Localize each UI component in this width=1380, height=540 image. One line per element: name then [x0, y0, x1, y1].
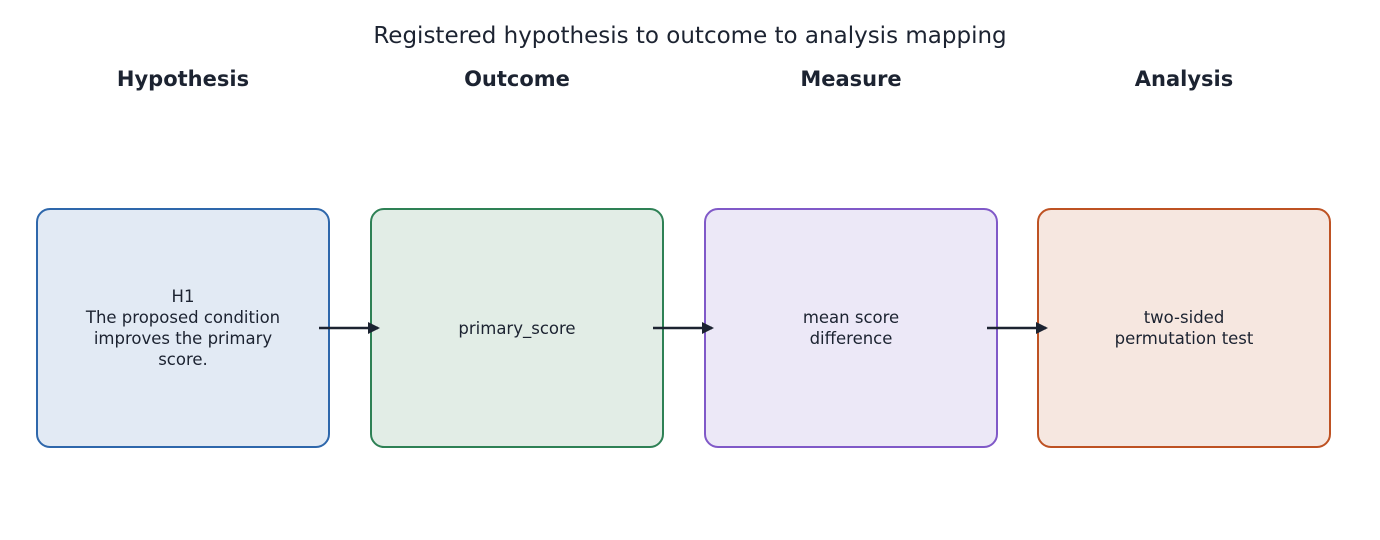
node-hypothesis-text: H1 The proposed condition improves the p…	[85, 287, 281, 369]
node-measure-text: mean score difference	[802, 308, 900, 348]
header-analysis: Analysis	[1134, 67, 1234, 91]
node-measure: mean score difference	[704, 208, 998, 448]
node-outcome: primary_score	[370, 208, 664, 448]
header-outcome: Outcome	[464, 67, 570, 91]
node-outcome-text: primary_score	[458, 318, 576, 338]
node-analysis-text: two-sided permutation test	[1114, 308, 1254, 348]
node-analysis: two-sided permutation test	[1037, 208, 1331, 448]
node-hypothesis: H1 The proposed condition improves the p…	[36, 208, 330, 448]
header-measure: Measure	[800, 67, 902, 91]
header-hypothesis: Hypothesis	[116, 67, 250, 91]
diagram-title: Registered hypothesis to outcome to anal…	[373, 23, 1007, 49]
